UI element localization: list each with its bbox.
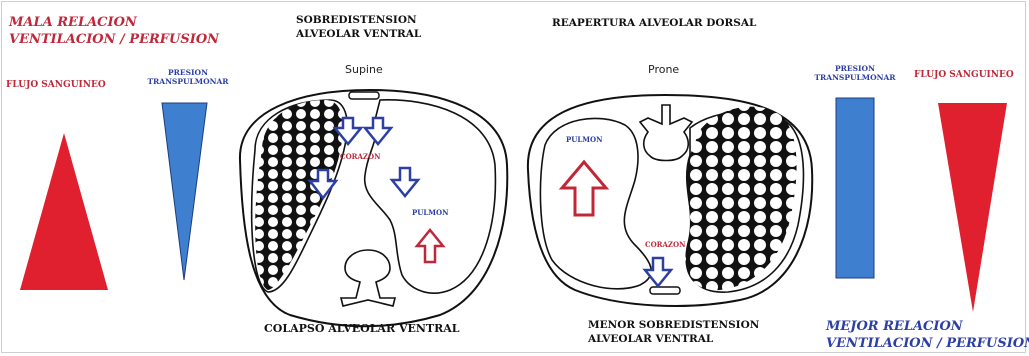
flujo-triangle-right [938,103,1007,312]
supine-position-label: Supine [345,63,383,76]
left-title-line1: MALA RELACION [9,14,137,31]
flujo-label-right: FLUJO SANGUINEO [914,70,1014,81]
prone-top-label: REAPERTURA ALVEOLAR DORSAL [552,16,756,30]
prone-thorax [528,95,812,306]
presion-label-left: PRESION TRANSPULMONAR [138,68,238,86]
supine-bottom-label: COLAPSO ALVEOLAR VENTRAL [264,322,460,336]
prone-pulmon-label: PULMON [566,135,603,144]
prone-position-label: Prone [648,63,679,76]
supine-top-label-line1: SOBREDISTENSION [296,13,417,27]
flujo-label-left: FLUJO SANGUINEO [6,80,106,91]
presion-label-left-line1: PRESION [138,68,238,77]
prone-bottom-label-line1: MENOR SOBREDISTENSION [588,318,759,332]
presion-bar-right [836,98,874,278]
presion-label-right-line2: TRANSPULMONAR [806,73,904,82]
presion-label-right: PRESION TRANSPULMONAR [806,64,904,82]
prone-corazon-label: CORAZON [645,240,686,249]
flujo-triangle-left [20,133,108,290]
right-title-line1: MEJOR RELACION [826,318,963,335]
presion-triangle-left [162,103,207,280]
presion-label-right-line1: PRESION [806,64,904,73]
supine-top-label-line2: ALVEOLAR VENTRAL [296,27,421,41]
prone-bottom-label-line2: ALVEOLAR VENTRAL [588,332,713,346]
left-title-line2: VENTILACION / PERFUSION [9,31,219,48]
supine-corazon-label: CORAZON [340,152,381,161]
supine-pulmon-label: PULMON [412,208,449,217]
presion-label-left-line2: TRANSPULMONAR [138,77,238,86]
supine-thorax [240,90,507,326]
right-title-line2: VENTILACION / PERFUSION [826,335,1029,352]
